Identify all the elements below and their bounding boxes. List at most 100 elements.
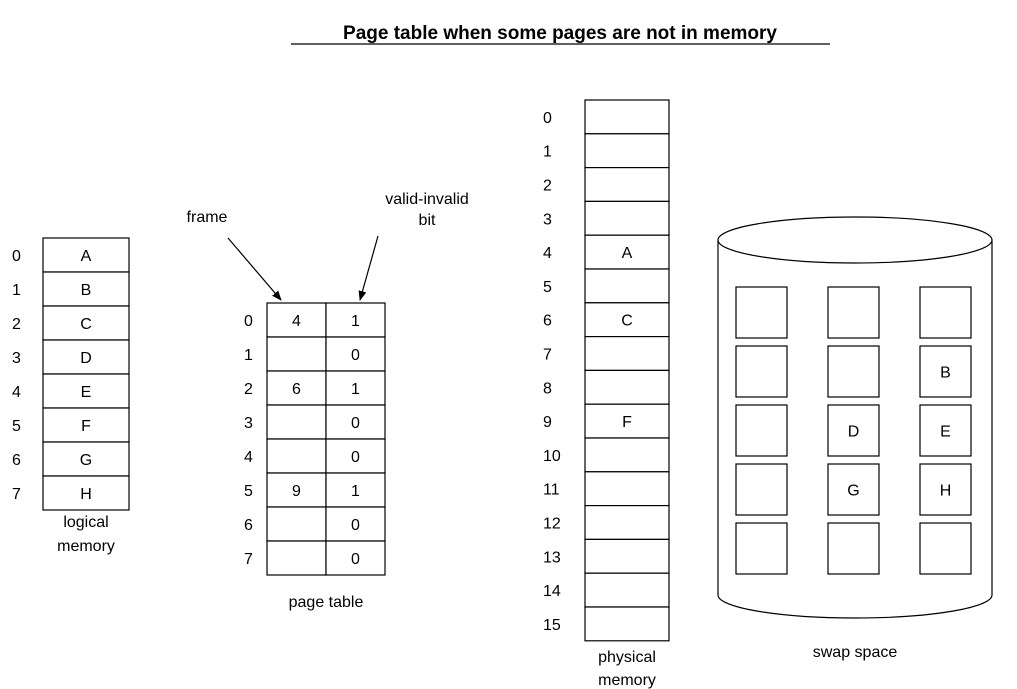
page-table-index: 3 [244,415,253,432]
frame-label: frame [187,209,228,226]
swap-block-label: H [940,483,952,500]
logical-memory-caption-line2: memory [57,538,115,555]
page-table-valid-bit: 1 [351,381,360,398]
page-table-index: 2 [244,381,253,398]
physical-memory-index: 3 [543,211,552,228]
logical-memory-cell [42,441,130,477]
swap-block [827,522,880,575]
physical-memory-frame [584,369,670,405]
page-table-caption: page table [289,594,364,611]
logical-memory-index: 5 [12,418,21,435]
swap-block [919,345,972,398]
page-table-valid-cell [325,506,386,542]
page-table-valid-cell [325,540,386,576]
page-table-index: 7 [244,551,253,568]
physical-memory-frame [584,437,670,473]
physical-memory-frame [584,505,670,541]
swap-block [919,404,972,457]
logical-memory-index: 1 [12,282,21,299]
logical-memory-page: A [81,248,92,265]
page-table-valid-cell [325,404,386,440]
page-table-index: 5 [244,483,253,500]
logical-memory-index: 0 [12,248,21,265]
logical-memory-page: G [80,452,92,469]
logical-memory-page: F [81,418,91,435]
physical-memory-index: 7 [543,347,552,364]
physical-memory-index: 9 [543,414,552,431]
physical-memory-index: 11 [543,482,560,499]
swap-block [735,463,788,516]
physical-memory-frame [584,606,670,642]
valid-invalid-label-line1: valid-invalid [385,191,469,208]
logical-memory-page: H [80,486,92,503]
page-table-index: 4 [244,449,253,466]
logical-memory-cell [42,373,130,409]
swap-block-label: G [847,483,859,500]
page-table-valid-bit: 0 [351,517,360,534]
physical-memory-content: A [622,245,633,262]
swap-space-caption: swap space [813,644,898,661]
physical-memory-frame [584,572,670,608]
page-table-valid-cell [325,302,386,338]
physical-memory-frame [584,336,670,372]
swap-block-label: E [940,424,951,441]
valid-invalid-label-line2: bit [419,212,436,229]
page-table-valid-bit: 0 [351,415,360,432]
page-table-valid-bit: 0 [351,347,360,364]
page-table-frame-cell [266,438,327,474]
swap-block [735,522,788,575]
title-group: Page table when some pages are not in me… [291,23,830,45]
physical-memory-caption-line1: physical [598,649,656,666]
logical-memory-index: 3 [12,350,21,367]
page-table-valid-cell [325,370,386,406]
physical-memory-frame [584,133,670,169]
logical-memory-cell [42,475,130,511]
swap-block-label: B [940,365,951,382]
physical-memory-index: 4 [543,245,552,262]
page-table-valid-bit: 1 [351,483,360,500]
physical-memory-frame [584,167,670,203]
physical-memory-index: 1 [543,144,552,161]
physical-memory-frame [584,538,670,574]
swap-block [827,286,880,339]
swap-block [735,345,788,398]
logical-memory-cell [42,271,130,307]
page-table-valid-bit: 0 [351,551,360,568]
logical-memory-page: E [81,384,92,401]
page-table-frame-cell [266,540,327,576]
physical-memory-index: 6 [543,313,552,330]
logical-memory-index: 6 [12,452,21,469]
physical-memory-index: 8 [543,380,552,397]
physical-memory-frame [584,200,670,236]
logical-memory-page: D [80,350,92,367]
physical-memory-index: 2 [543,178,552,195]
swap-block [919,286,972,339]
logical-memory-page: C [80,316,92,333]
page-table-valid-cell [325,336,386,372]
page-table-frame-cell [266,336,327,372]
logical-memory-index: 2 [12,316,21,333]
logical-memory: 0 A 1 B 2 C 3 D 4 E 5 F 6 G 7 H [12,237,130,511]
page-table-frame-cell [266,506,327,542]
logical-memory-index: 4 [12,384,21,401]
page-table-valid-cell [325,438,386,474]
logical-memory-index: 7 [12,486,21,503]
physical-memory-frame [584,471,670,507]
page-table-frame-cell [266,302,327,338]
logical-memory-page: B [81,282,92,299]
physical-memory-index: 14 [543,583,561,600]
swap-block [827,345,880,398]
page-table-valid-bit: 0 [351,449,360,466]
physical-memory-index: 5 [543,279,552,296]
page-table-index: 1 [244,347,253,364]
physical-memory-index: 13 [543,549,561,566]
page-table-valid-bit: 1 [351,313,360,330]
swap-block [919,522,972,575]
physical-memory-index: 0 [543,110,552,127]
valid-invalid-arrow [358,235,379,301]
swap-block [735,286,788,339]
physical-memory-content: C [621,313,633,330]
page-table-index: 6 [244,517,253,534]
